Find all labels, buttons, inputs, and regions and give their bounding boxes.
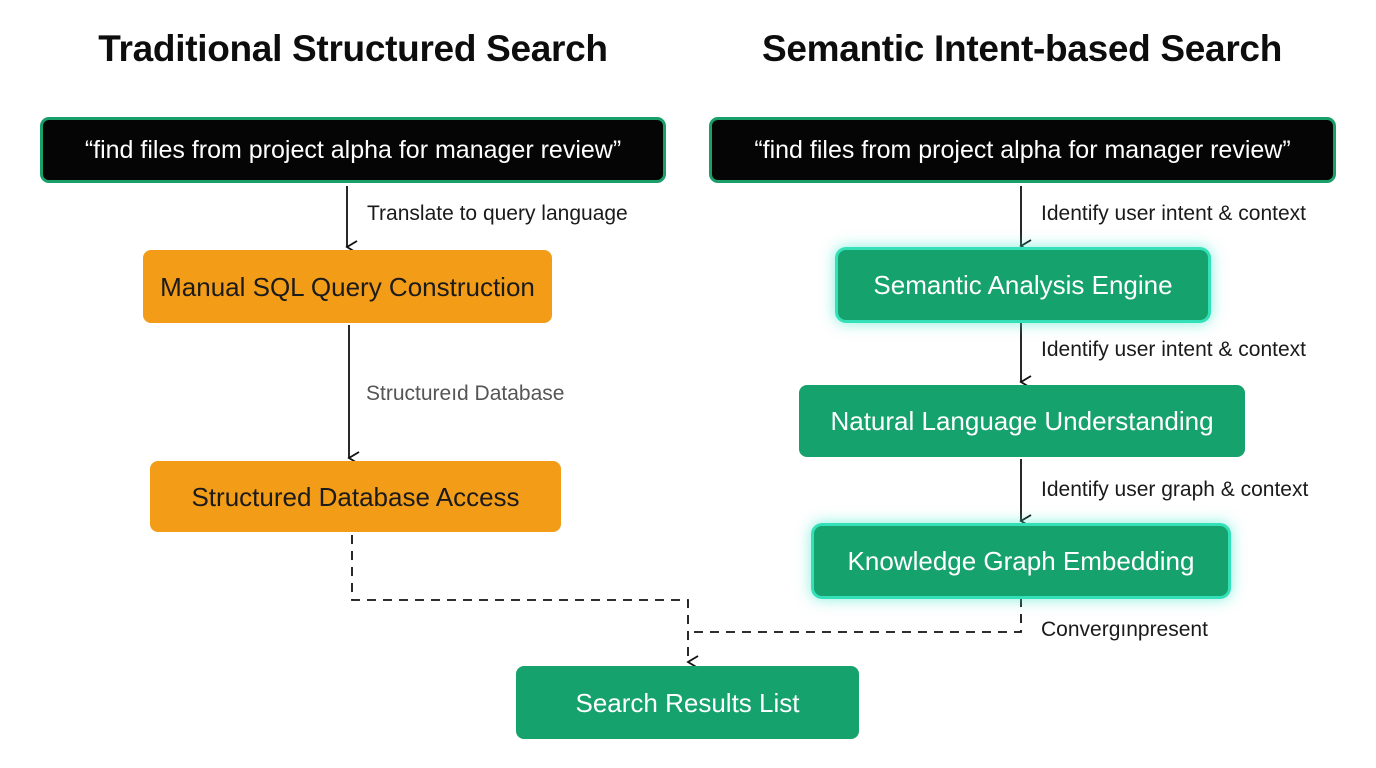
manual-sql-query-node: Manual SQL Query Construction bbox=[143, 250, 552, 323]
natural-language-understanding-node: Natural Language Understanding bbox=[799, 385, 1245, 457]
semantic-query-box: “find files from project alpha for manag… bbox=[709, 117, 1336, 183]
identify-intent-label-1: Identify user intent & context bbox=[1041, 202, 1306, 225]
identify-graph-label: Identify user graph & context bbox=[1041, 478, 1309, 501]
translate-query-label: Translate to query language bbox=[367, 202, 628, 225]
identify-intent-label-2: Identify user intent & context bbox=[1041, 338, 1306, 361]
structured-database-access-node: Structured Database Access bbox=[150, 461, 561, 532]
structured-database-label: Structureıd Database bbox=[366, 382, 565, 405]
dashed-path-kg-to-results bbox=[688, 598, 1022, 633]
semantic-search-title: Semantic Intent-based Search bbox=[761, 28, 1283, 69]
search-results-list-node: Search Results List bbox=[516, 666, 859, 739]
traditional-search-title: Traditional Structured Search bbox=[98, 28, 608, 69]
semantic-analysis-engine-node: Semantic Analysis Engine bbox=[838, 250, 1208, 320]
knowledge-graph-embedding-node: Knowledge Graph Embedding bbox=[814, 526, 1228, 596]
converge-label: Convergınpresent bbox=[1041, 618, 1208, 641]
dashed-path-db-to-results bbox=[351, 535, 699, 669]
traditional-query-box: “find files from project alpha for manag… bbox=[40, 117, 666, 183]
